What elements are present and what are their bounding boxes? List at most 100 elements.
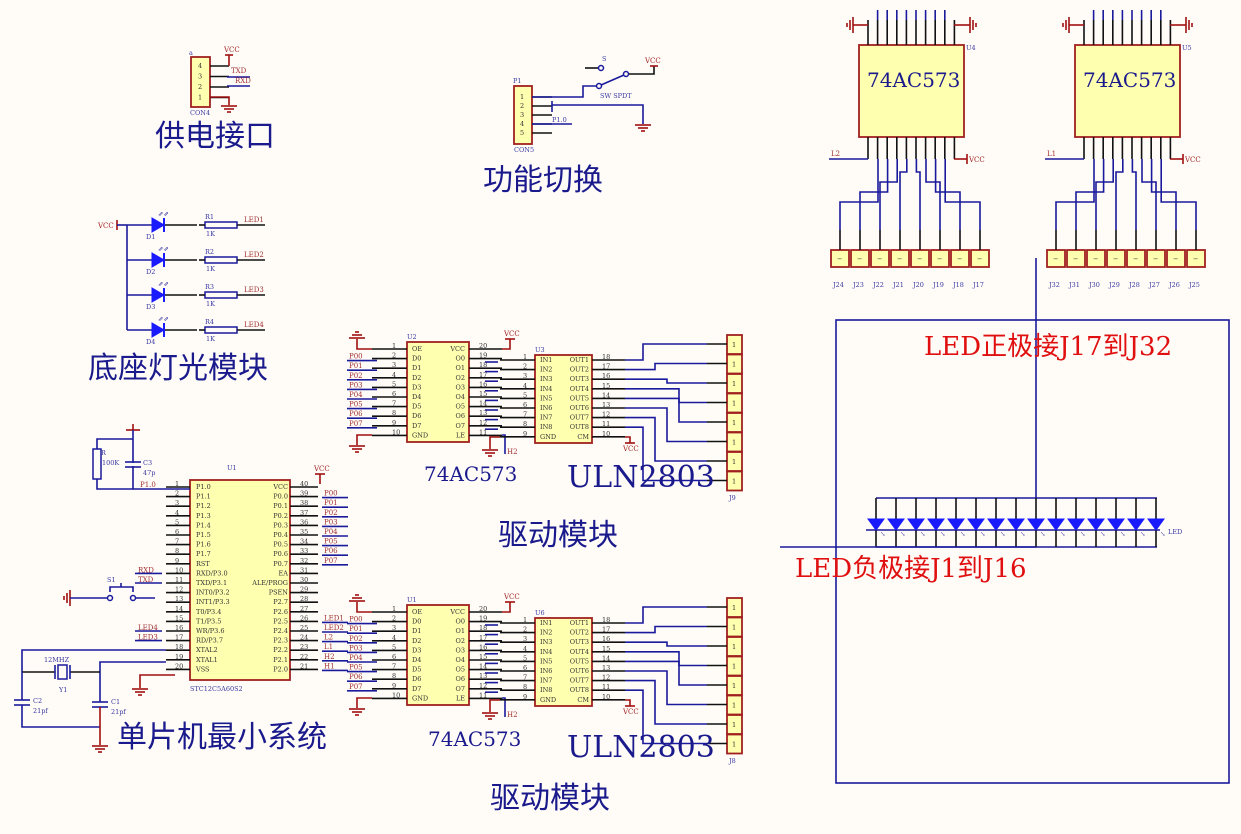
led-diode-icon xyxy=(151,252,165,268)
matrix-route-wire xyxy=(925,159,941,230)
mcu-pin-name: P0.5 xyxy=(273,541,288,549)
resistor-value: 1K xyxy=(206,335,215,343)
input-net-label: P05 xyxy=(349,401,363,409)
light-rays-icon: ↘ xyxy=(1160,530,1165,538)
power-module-title: 供电接口 xyxy=(155,119,275,154)
header-pin-number: 1 xyxy=(732,380,736,388)
latch-pin-name: VCC xyxy=(449,345,465,353)
latch-pin-number: 18 xyxy=(479,624,487,632)
driver-pin-name: GND xyxy=(540,696,556,704)
driver-pin-name: OUT6 xyxy=(570,404,589,412)
driver-pin-name: OUT3 xyxy=(570,638,589,646)
latch-pin-name: D3 xyxy=(412,646,421,654)
driver-pin-number: 16 xyxy=(602,372,610,380)
mcu-pin-number: 6 xyxy=(175,528,179,536)
mcu-pin-number: 25 xyxy=(300,624,308,632)
mcu-pin-number: 34 xyxy=(300,538,308,546)
driver-pin-number: 16 xyxy=(602,635,610,643)
ground-icon xyxy=(131,688,149,696)
matrix-header-label: J25 xyxy=(1188,281,1200,289)
header-pin-number: 1 xyxy=(732,624,736,632)
mcu-pin-number: 10 xyxy=(175,566,183,574)
resistor-value: 1K xyxy=(206,265,215,273)
latch-pin-number: 3 xyxy=(392,361,396,369)
mcu-pin-name: EA xyxy=(279,569,289,577)
power-vcc-label: VCC xyxy=(223,46,240,54)
le-wire xyxy=(502,434,506,454)
resistor-label: R1 xyxy=(205,213,214,221)
net-label: P05 xyxy=(324,538,338,546)
mcu-pin-name: P0.7 xyxy=(273,560,288,568)
latch-pin-name: D0 xyxy=(412,618,421,626)
led-tail-label: LED xyxy=(1168,528,1182,536)
cm-vcc-label: VCC xyxy=(622,708,639,716)
matrix-header-mark: − xyxy=(837,255,842,263)
switch-connector-part: CON5 xyxy=(514,146,534,154)
resistor-label: R4 xyxy=(205,318,214,326)
output-route-wire xyxy=(625,670,707,706)
ground-icon xyxy=(969,16,977,34)
latch-pin-number: 2 xyxy=(392,352,396,360)
power-connector-designator: a xyxy=(189,49,193,57)
latch-pin-name: O6 xyxy=(456,675,465,683)
latch-pin-name: D4 xyxy=(412,656,421,664)
switch-connector-designator: P1 xyxy=(513,77,522,85)
latch-pin-number: 20 xyxy=(479,342,487,350)
net-label: P06 xyxy=(324,547,338,555)
driver-pin-name: OUT1 xyxy=(570,356,589,364)
matrix-header-label: J20 xyxy=(912,281,924,289)
latch-pin-number: 11 xyxy=(479,691,487,699)
ground-icon xyxy=(91,745,109,753)
mcu-pin-name: P2.5 xyxy=(273,617,288,625)
ground-icon xyxy=(1185,16,1193,34)
oe-gnd-wire xyxy=(356,602,372,613)
net-label: P07 xyxy=(324,557,338,565)
mcu-pin-name: P1.5 xyxy=(196,531,211,539)
power-txd-label: TXD xyxy=(231,67,247,75)
s1-contact-b xyxy=(129,594,137,602)
driver-pin-number: 5 xyxy=(523,391,527,399)
mcu-pin-name: P1.2 xyxy=(196,502,211,510)
mcu-pin-number: 5 xyxy=(175,518,179,526)
output-route-wire xyxy=(625,606,707,624)
mcu-pin-number: 19 xyxy=(175,653,183,661)
driver-pin-number: 6 xyxy=(523,401,527,409)
mcu-pin-number: 24 xyxy=(300,634,308,642)
driver-1-part-label: ULN2803 xyxy=(567,460,715,495)
mcu-pin-name: XTAL2 xyxy=(196,646,218,654)
resistor-value: 1K xyxy=(206,230,215,238)
ground-icon xyxy=(348,594,366,602)
mcu-pin-number: 27 xyxy=(300,605,308,613)
latch-pin-number: 17 xyxy=(479,634,487,642)
latch-pin-number: 20 xyxy=(479,605,487,613)
resistor xyxy=(204,256,238,264)
light-rays-icon: ↘ xyxy=(1120,530,1125,538)
net-label: LED2 xyxy=(324,624,344,632)
driver-pin-name: OUT3 xyxy=(570,375,589,383)
net-label: LED4 xyxy=(244,321,264,329)
mcu-pin-number: 14 xyxy=(175,605,183,613)
mcu-pin-name: P2.2 xyxy=(273,646,288,654)
oe-gnd-wire xyxy=(356,339,372,350)
mcu-pin-number: 30 xyxy=(300,576,308,584)
mcu-pin-name: T1/P3.5 xyxy=(196,617,221,625)
input-net-label: P02 xyxy=(349,372,363,380)
input-net-label: P01 xyxy=(349,362,363,370)
latch-body xyxy=(406,341,470,443)
driver-pin-name: IN6 xyxy=(540,404,552,412)
driver-pin-name: OUT1 xyxy=(570,619,589,627)
ground-icon xyxy=(481,712,499,720)
matrix-route-wire xyxy=(944,159,981,230)
switch-contact-common xyxy=(595,82,603,90)
latch-pin-name: O5 xyxy=(456,403,465,411)
latch-pin-number: 5 xyxy=(392,643,396,651)
input-net-label: P00 xyxy=(349,616,363,624)
pin-number: 4 xyxy=(198,62,202,70)
light-rays-icon: ↘ xyxy=(960,530,965,538)
driver-pin-name: OUT4 xyxy=(570,648,589,656)
mcu-pin-name: INT1/P3.3 xyxy=(196,598,230,606)
mcu-pin-name: RXD/P3.0 xyxy=(196,569,228,577)
crystal-body xyxy=(57,664,68,680)
driver-pin-number: 9 xyxy=(523,430,527,438)
